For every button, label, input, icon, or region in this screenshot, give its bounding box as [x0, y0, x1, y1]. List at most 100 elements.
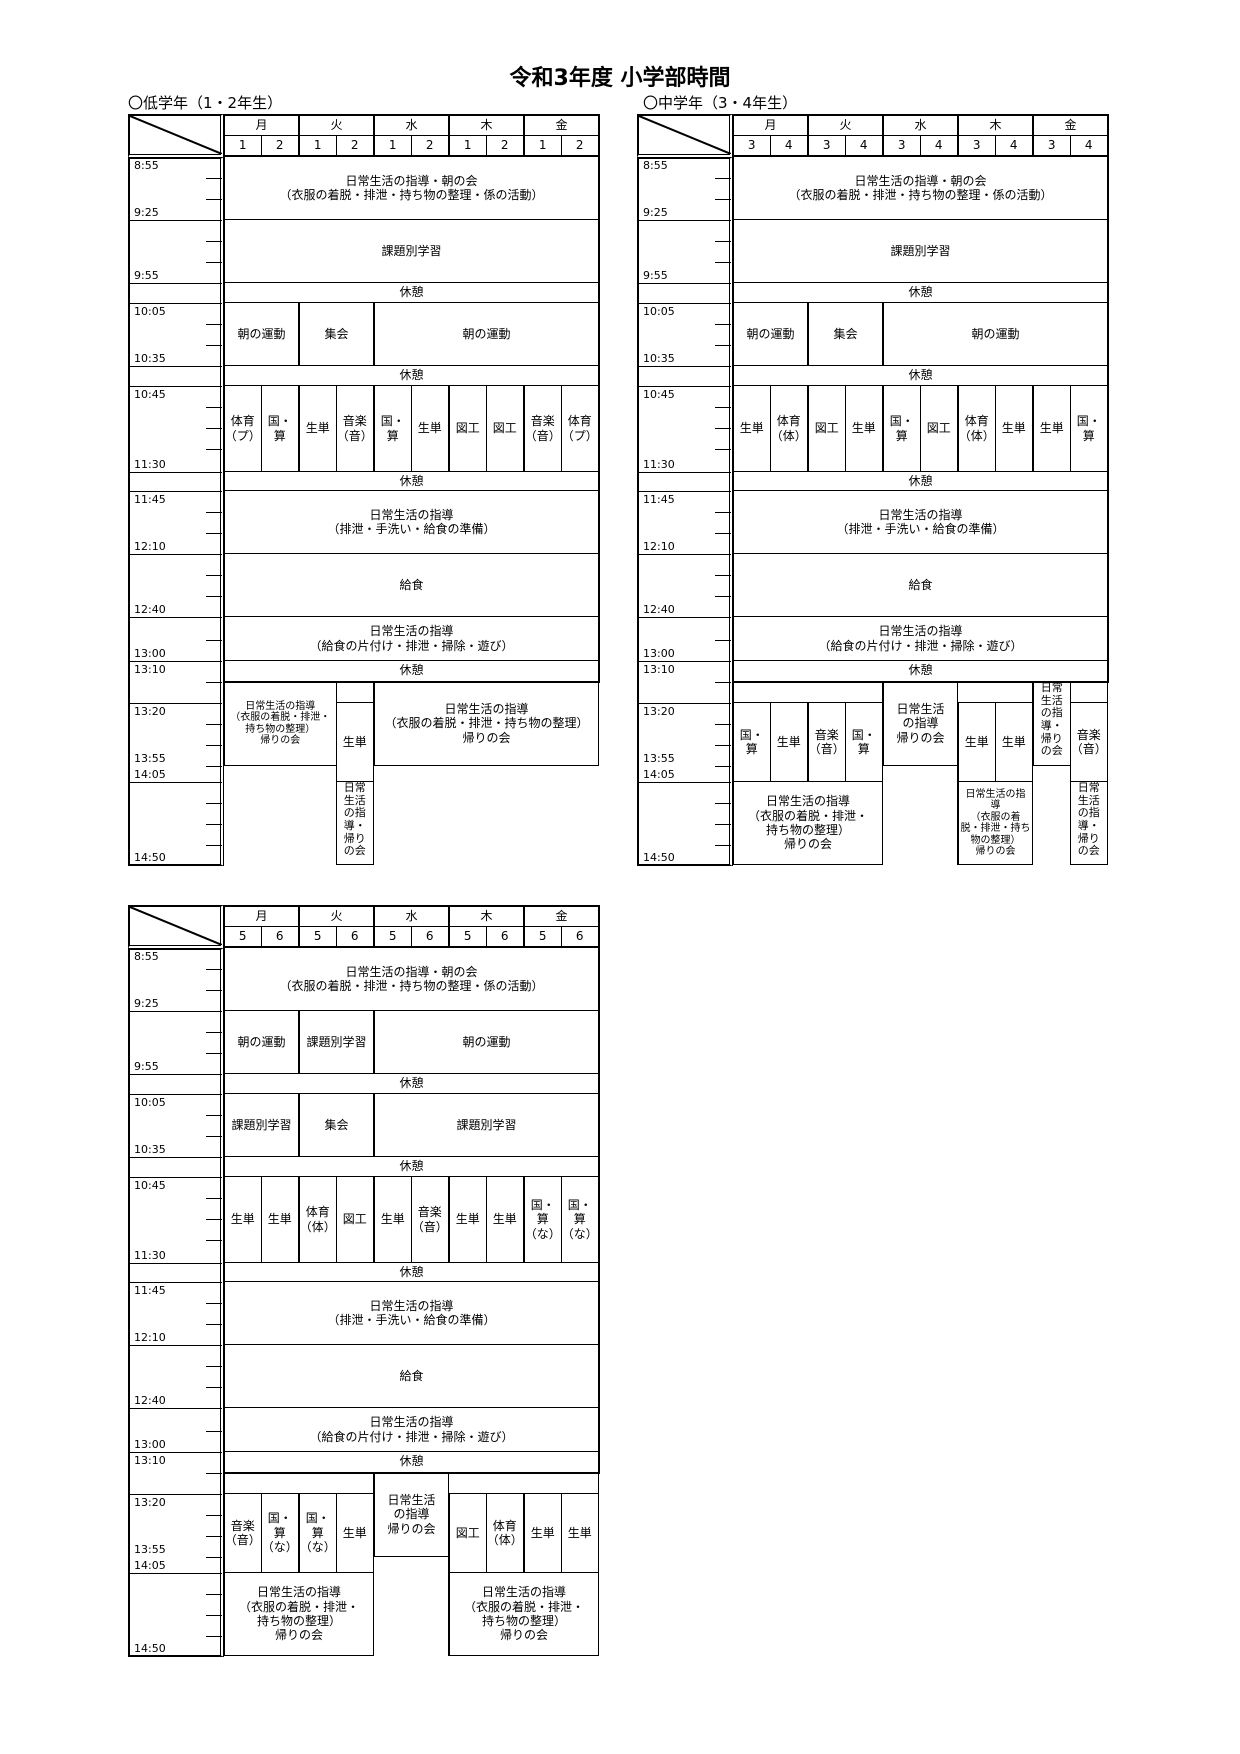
time-tick [206, 178, 222, 179]
time-divider [130, 491, 222, 492]
time-tick [206, 845, 222, 846]
time-divider [639, 303, 731, 304]
grade-header: 4 [769, 135, 808, 156]
time-tick [206, 1594, 222, 1595]
header-corner-diagonal [128, 114, 224, 158]
subject-cell: 体育 （プ） [560, 385, 599, 472]
time-label: 8:55 [134, 159, 159, 172]
time-tick [206, 745, 222, 746]
time-divider [639, 554, 731, 555]
time-divider [130, 386, 222, 387]
afternoon-cell: 日常生活の指導 （衣服の着脱・排泄・ 持ち物の整理） 帰りの会 [448, 1572, 599, 1656]
afternoon-cell: 日常生活の指導 （衣服の着脱・排泄・持ち物の整理） 帰りの会 [373, 681, 599, 766]
time-divider [130, 782, 222, 783]
time-tick [206, 428, 222, 429]
afternoon-cell: 国・ 算 [844, 702, 883, 782]
break-row: 休憩 [223, 1156, 599, 1177]
time-divider [639, 782, 731, 783]
time-divider [130, 1263, 222, 1264]
time-tick [715, 345, 731, 346]
time-divider [130, 1573, 222, 1574]
break-row: 休憩 [223, 471, 599, 491]
subject-cell: 生単 [994, 385, 1033, 472]
day-header-3: 木 [448, 114, 524, 136]
grade-header: 1 [448, 135, 487, 156]
time-divider [639, 661, 731, 662]
time-tick [206, 766, 222, 767]
afternoon-cell: 体育 （体） [485, 1493, 524, 1573]
time-label: 11:45 [643, 493, 675, 506]
grade-header: 5 [523, 926, 562, 947]
time-label: 14:05 [643, 768, 675, 781]
time-label: 13:10 [134, 1454, 166, 1467]
grade-header: 6 [485, 926, 524, 947]
time-label: 10:05 [643, 305, 675, 318]
grade-header: 5 [373, 926, 412, 947]
grade-header: 5 [223, 926, 262, 947]
grade-header: 1 [373, 135, 412, 156]
time-divider [130, 472, 222, 473]
time-tick [715, 724, 731, 725]
subject-cell: 音楽 （音） [410, 1176, 449, 1263]
time-label: 10:45 [134, 1179, 166, 1192]
grade-header: 3 [957, 135, 996, 156]
schedule-cell: 朝の運動 [373, 1010, 599, 1074]
afternoon-cell: 日常生活の指導 （衣服の着脱・排泄・ 持ち物の整理） 帰りの会 [223, 1572, 374, 1656]
time-label: 10:35 [134, 1143, 166, 1156]
time-label: 13:10 [134, 663, 166, 676]
time-label: 9:55 [134, 269, 159, 282]
schedule-cell: 朝の運動 [732, 302, 808, 366]
time-divider [130, 366, 222, 367]
time-label: 9:25 [134, 997, 159, 1010]
time-divider [130, 220, 222, 221]
time-divider [130, 1177, 222, 1178]
subject-cell: 図工 [335, 1176, 374, 1263]
time-tick [206, 1240, 222, 1241]
time-tick [206, 1473, 222, 1474]
time-label: 14:05 [134, 1559, 166, 1572]
time-divider [130, 1408, 222, 1409]
afternoon-cell: 日常生活の指導 （衣服の着脱・排泄・ 持ち物の整理） 帰りの会 [223, 681, 337, 766]
afternoon-cell: 生単 [335, 1493, 374, 1573]
schedule-cell: 課題別学習 [373, 1093, 599, 1157]
subject-cell: 図工 [919, 385, 958, 472]
time-tick [206, 1366, 222, 1367]
time-label: 14:50 [643, 851, 675, 864]
afternoon-cell: 国・ 算 （な） [298, 1493, 337, 1573]
lunch-cell: 給食 [223, 553, 599, 617]
lunch-prep-cell: 日常生活の指導 （排泄・手洗い・給食の準備） [223, 490, 599, 554]
time-tick [206, 1198, 222, 1199]
time-tick [206, 1557, 222, 1558]
time-label: 12:10 [134, 1331, 166, 1344]
subject-cell: 生単 [844, 385, 883, 472]
grade-header: 3 [1032, 135, 1071, 156]
grade-header: 6 [410, 926, 449, 947]
lunch-prep-cell: 日常生活の指導 （排泄・手洗い・給食の準備） [223, 1281, 599, 1345]
time-label: 10:05 [134, 1096, 166, 1109]
time-divider [130, 1157, 222, 1158]
time-tick [206, 990, 222, 991]
afternoon-cell: 日常 生活 の指 導・ 帰り の会 [335, 781, 374, 865]
time-label: 12:40 [134, 1394, 166, 1407]
time-tick [206, 1115, 222, 1116]
time-label: 13:20 [134, 705, 166, 718]
afternoon-cell: 生単 [957, 702, 996, 782]
time-label: 13:20 [643, 705, 675, 718]
time-tick [715, 199, 731, 200]
time-tick [206, 724, 222, 725]
time-tick [715, 324, 731, 325]
time-tick [206, 407, 222, 408]
subject-cell: 国・ 算 [882, 385, 921, 472]
cleanup-cell: 日常生活の指導 （給食の片付け・排泄・掃除・遊び） [223, 1407, 599, 1452]
afternoon-cell: 日常 生活 の指 導・ 帰り の会 [1032, 681, 1071, 766]
grade-header: 2 [410, 135, 449, 156]
individual-study-cell: 課題別学習 [223, 219, 599, 283]
break-row: 休憩 [732, 471, 1108, 491]
time-tick [715, 407, 731, 408]
grade-header: 5 [448, 926, 487, 947]
day-header-4: 金 [523, 905, 599, 927]
afternoon-cell: 図工 [448, 1493, 487, 1573]
grade-header: 4 [844, 135, 883, 156]
